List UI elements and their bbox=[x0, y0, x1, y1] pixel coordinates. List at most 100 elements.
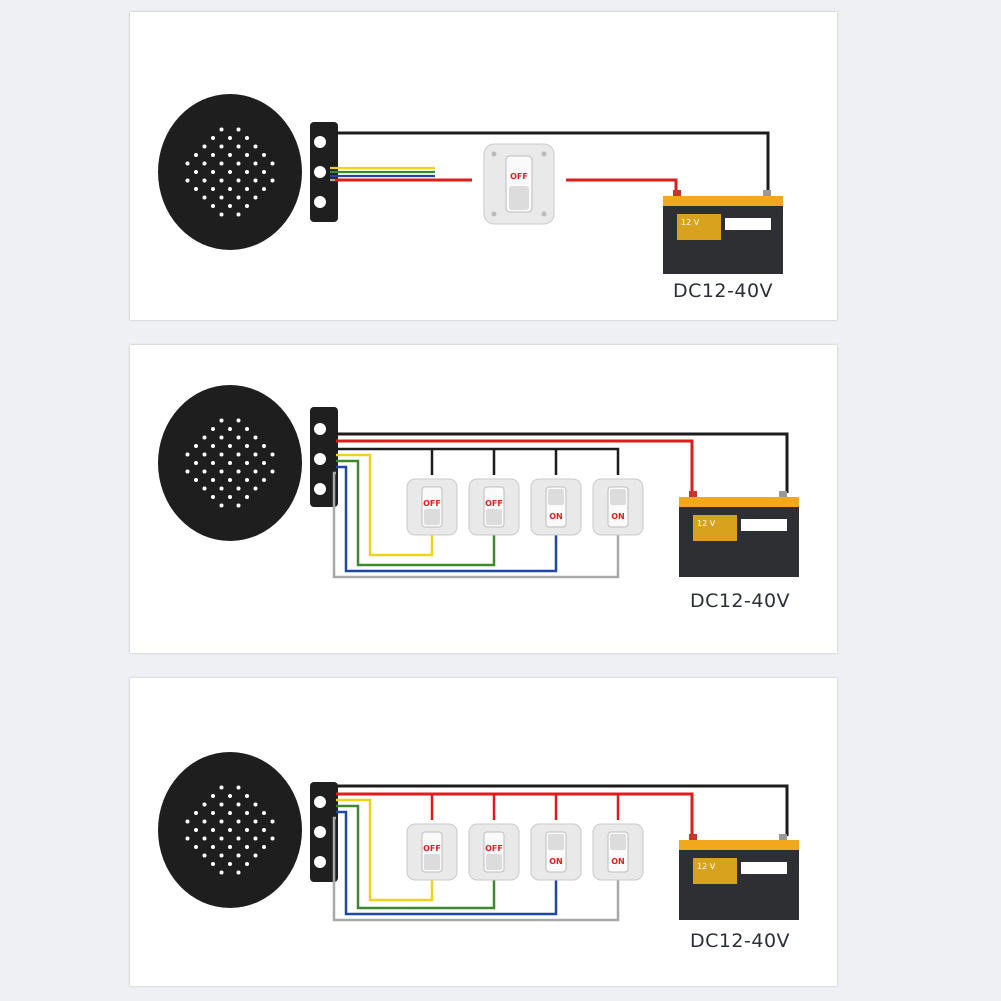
grille-dot bbox=[270, 161, 275, 166]
grille-dot bbox=[211, 136, 215, 140]
grille-dot bbox=[185, 178, 190, 183]
grille-dot bbox=[245, 444, 249, 448]
grille-dot bbox=[202, 144, 207, 149]
black-wire bbox=[336, 784, 789, 836]
switch-state-label: ON bbox=[549, 857, 563, 866]
grille-dot bbox=[219, 212, 224, 217]
grille-dot bbox=[202, 836, 207, 841]
grille-dot bbox=[253, 836, 258, 841]
wiring-diagram-2: OFF OFF ON ON 12 V bbox=[158, 385, 799, 612]
battery-icon: 12 V bbox=[679, 834, 799, 920]
rocker-switch[interactable]: OFF bbox=[468, 823, 520, 881]
grille-dot bbox=[245, 153, 249, 157]
grille-dot bbox=[219, 435, 224, 440]
battery-icon: 12 V bbox=[679, 491, 799, 577]
grille-dot bbox=[202, 853, 207, 858]
grille-dot bbox=[253, 469, 258, 474]
grille-dot bbox=[219, 418, 224, 423]
grille-dot bbox=[245, 427, 249, 431]
grille-dot bbox=[228, 427, 232, 431]
grille-dot bbox=[236, 195, 241, 200]
battery-icon: 12 V bbox=[663, 190, 783, 274]
grille-dot bbox=[262, 845, 266, 849]
grille-dot bbox=[202, 486, 207, 491]
grille-dot bbox=[270, 819, 275, 824]
rocker-switch[interactable]: ON bbox=[592, 823, 644, 881]
grille-dot bbox=[236, 452, 241, 457]
grille-dot bbox=[236, 418, 241, 423]
grille-dot bbox=[202, 435, 207, 440]
grille-dot bbox=[228, 862, 232, 866]
grille-dot bbox=[270, 836, 275, 841]
grille-dot bbox=[228, 204, 232, 208]
grille-dot bbox=[253, 452, 258, 457]
grille-dot bbox=[262, 478, 266, 482]
grille-dot bbox=[219, 836, 224, 841]
grille-dot bbox=[219, 178, 224, 183]
voltage-label: DC12-40V bbox=[690, 930, 790, 952]
grille-dot bbox=[245, 794, 249, 798]
grille-dot bbox=[185, 161, 190, 166]
grille-dot bbox=[253, 144, 258, 149]
grille-dot bbox=[236, 144, 241, 149]
grille-dot bbox=[219, 469, 224, 474]
grille-dot bbox=[202, 161, 207, 166]
green-wire bbox=[336, 459, 496, 567]
switch-state-label: OFF bbox=[423, 844, 441, 853]
rocker-switch[interactable]: ON bbox=[530, 478, 582, 536]
grille-dot bbox=[219, 195, 224, 200]
grille-dot bbox=[219, 853, 224, 858]
grille-dot bbox=[236, 870, 241, 875]
grille-dot bbox=[211, 845, 215, 849]
grille-dot bbox=[211, 811, 215, 815]
grille-dot bbox=[211, 478, 215, 482]
green-wire bbox=[336, 804, 496, 910]
grille-dot bbox=[245, 170, 249, 174]
grille-dot bbox=[185, 819, 190, 824]
grille-dot bbox=[219, 819, 224, 824]
grille-dot bbox=[211, 828, 215, 832]
wire-bundle bbox=[330, 166, 435, 182]
black-wire bbox=[336, 432, 789, 493]
grille-dot bbox=[211, 170, 215, 174]
rocker-switch[interactable]: OFF bbox=[406, 823, 458, 881]
grille-dot bbox=[262, 153, 266, 157]
grille-dot bbox=[245, 136, 249, 140]
battery-label: 12 V bbox=[681, 218, 700, 227]
grille-dot bbox=[236, 836, 241, 841]
rocker-switch[interactable]: OFF bbox=[406, 478, 458, 536]
grille-dot bbox=[194, 478, 198, 482]
grille-dot bbox=[253, 486, 258, 491]
grille-dot bbox=[236, 178, 241, 183]
wiring-diagram-3: OFF OFF ON ON 12 V bbox=[158, 752, 799, 952]
grille-dot bbox=[211, 187, 215, 191]
grille-dot bbox=[211, 862, 215, 866]
grille-dot bbox=[228, 153, 232, 157]
grille-dot bbox=[253, 161, 258, 166]
voltage-label: DC12-40V bbox=[690, 590, 790, 612]
red-wire bbox=[336, 439, 694, 493]
grille-dot bbox=[262, 170, 266, 174]
red-wire bbox=[566, 178, 678, 190]
grille-dot bbox=[228, 828, 232, 832]
grille-dot bbox=[194, 461, 198, 465]
grille-dot bbox=[202, 195, 207, 200]
grille-dot bbox=[194, 811, 198, 815]
grille-dot bbox=[236, 127, 241, 132]
grille-dot bbox=[194, 170, 198, 174]
rocker-switch[interactable]: OFF bbox=[468, 478, 520, 536]
speaker-icon bbox=[158, 385, 338, 541]
rocker-switch[interactable]: ON bbox=[530, 823, 582, 881]
rocker-switch[interactable]: ON bbox=[592, 478, 644, 536]
grille-dot bbox=[236, 785, 241, 790]
grille-dot bbox=[236, 469, 241, 474]
wiring-diagram-1: OFF 12 V DC12-40V bbox=[158, 94, 783, 302]
grille-dot bbox=[236, 212, 241, 217]
grille-dot bbox=[194, 444, 198, 448]
grille-dot bbox=[245, 187, 249, 191]
switch-state-label: ON bbox=[549, 512, 563, 521]
rocker-switch[interactable]: OFF bbox=[483, 143, 555, 225]
grille-dot bbox=[228, 478, 232, 482]
grille-dot bbox=[211, 204, 215, 208]
grille-dot bbox=[253, 853, 258, 858]
